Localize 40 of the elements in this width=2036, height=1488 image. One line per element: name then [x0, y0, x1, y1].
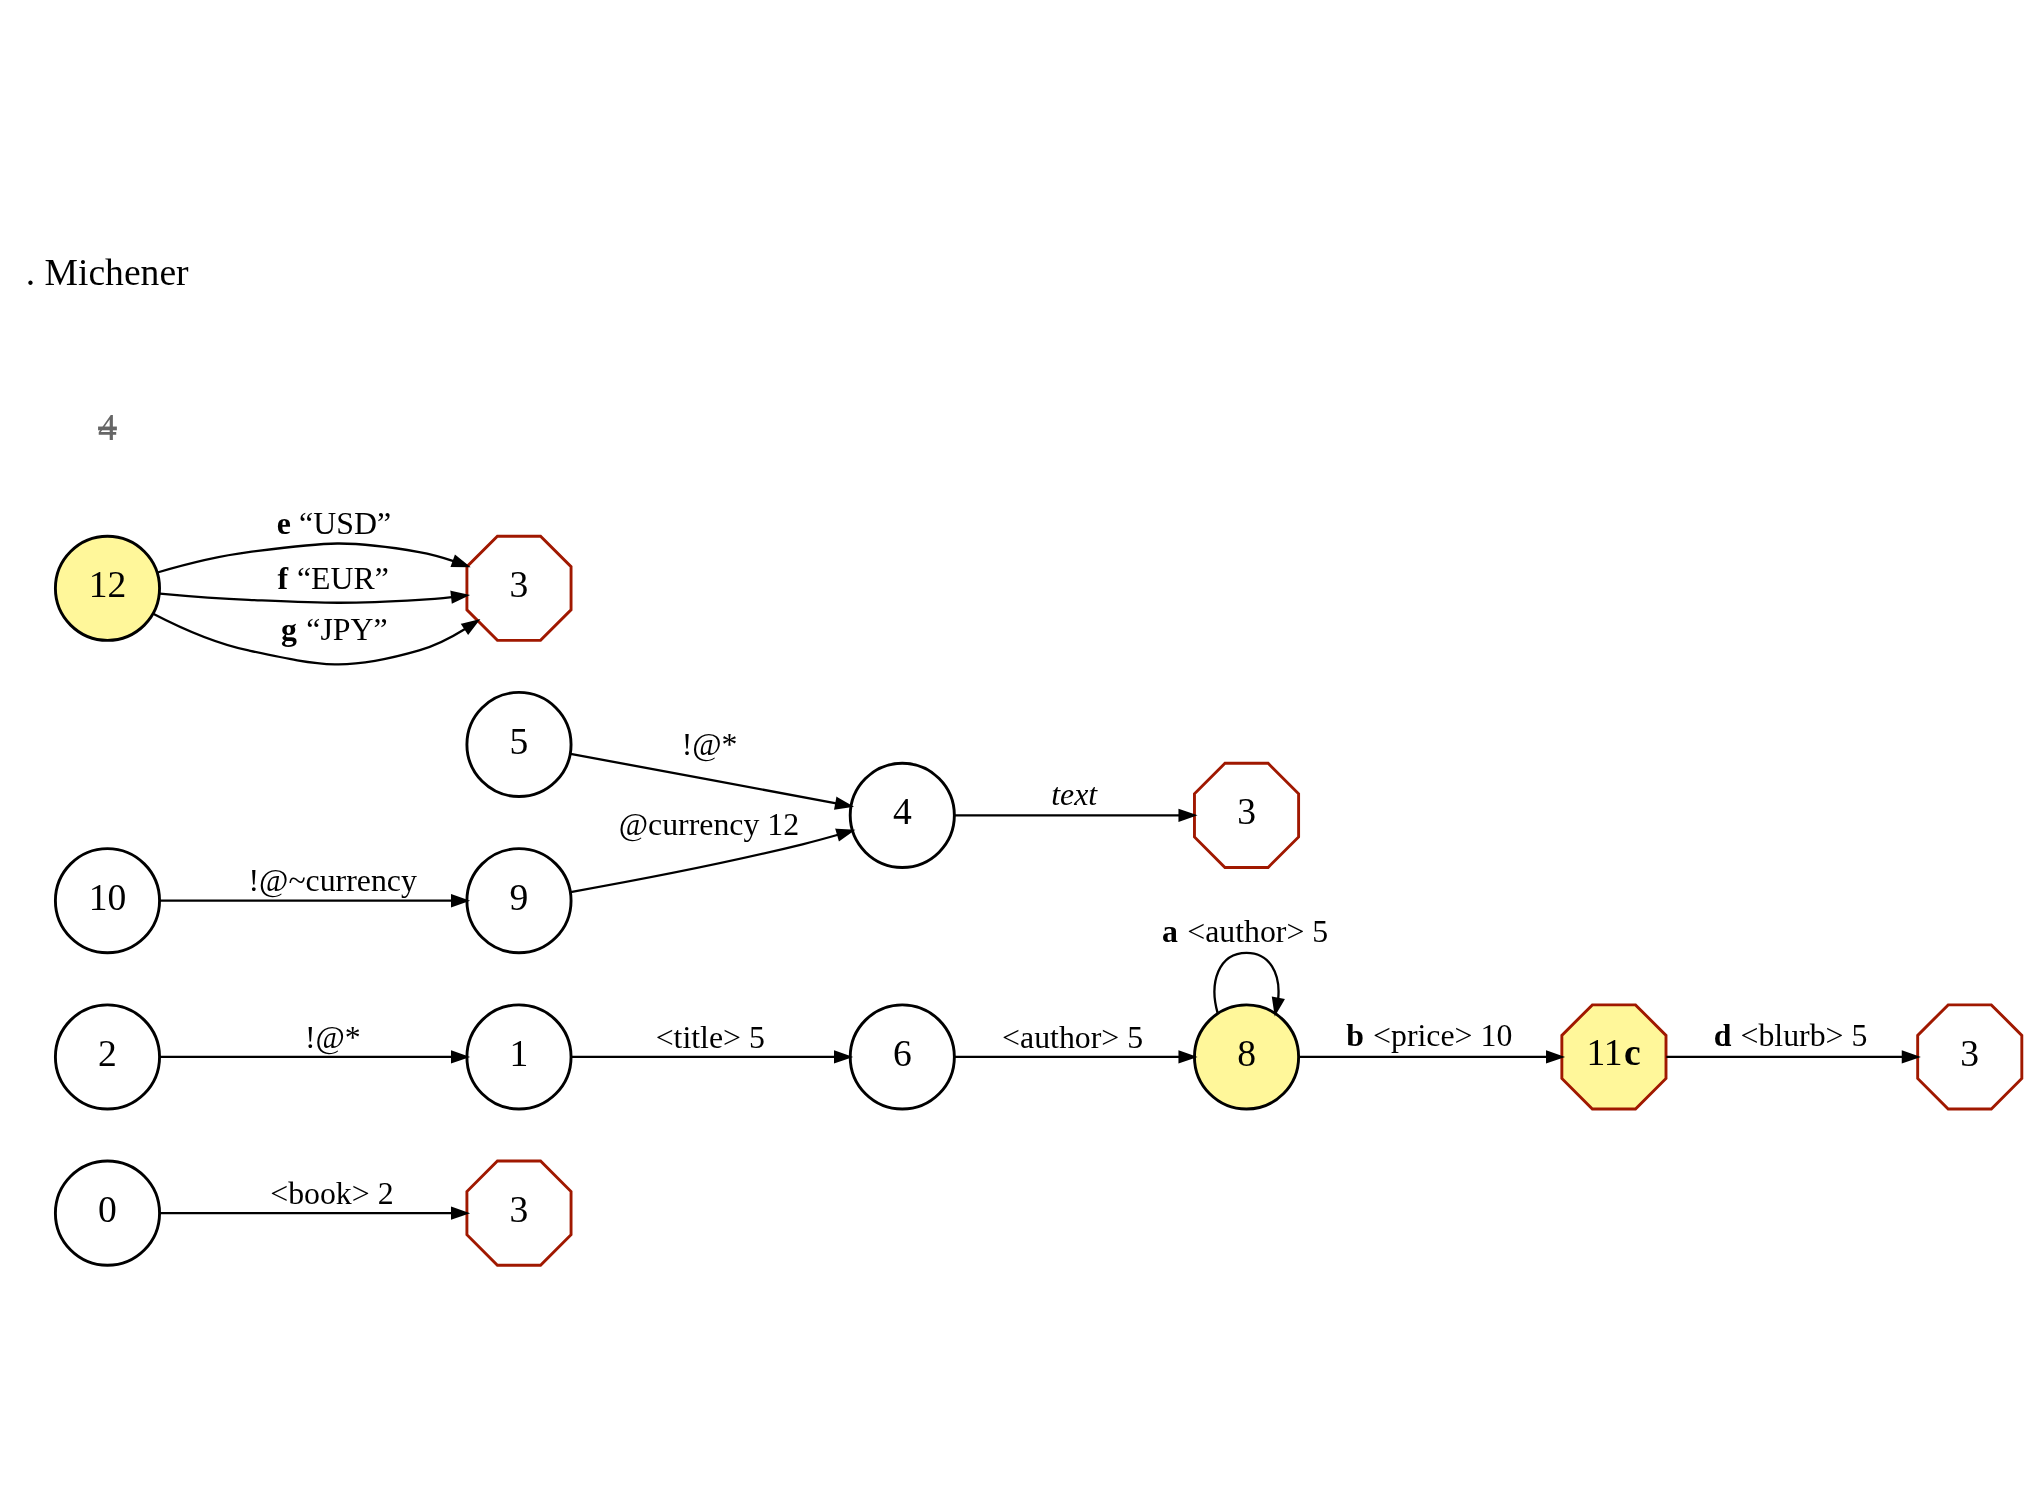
edge-label: e “USD” — [276, 505, 392, 541]
node-circle: 5 — [465, 690, 573, 798]
arrow — [954, 808, 1198, 822]
arrow — [571, 1049, 854, 1064]
edge-label: <title> 5 — [655, 1019, 765, 1055]
node-circle: 0 — [53, 1159, 161, 1267]
node-circle: 4 — [848, 761, 956, 869]
arrow — [954, 1049, 1198, 1064]
arrow — [159, 1049, 471, 1064]
edge-label: !@~currency — [248, 862, 417, 898]
arrow — [570, 752, 855, 810]
label: . Michener — [25, 250, 189, 293]
edge-label: <author> 5 — [1002, 1019, 1144, 1055]
label: 4 — [98, 405, 117, 448]
node-circle: 9 — [465, 846, 573, 954]
edge-label: f “EUR” — [277, 560, 389, 596]
arrow — [159, 1205, 471, 1220]
edge-label: text — [1051, 776, 1098, 812]
arrow — [1666, 1049, 1921, 1064]
node-circle: 10 — [53, 846, 161, 954]
edge-label: d <blurb> 5 — [1713, 1017, 1868, 1053]
arrow — [152, 612, 481, 665]
node-circle: 6 — [848, 1002, 956, 1110]
arrow — [159, 590, 471, 604]
arrow — [157, 541, 471, 574]
edge-label: a <author> 5 — [1161, 913, 1329, 949]
node-circle: 2 — [53, 1002, 161, 1110]
node-circle: 8 — [1193, 1002, 1301, 1110]
edge-label: @currency 12 — [618, 806, 800, 842]
edge-label: g “JPY” — [281, 611, 388, 647]
edge-label: !@* — [304, 1019, 361, 1055]
node-circle: 12 — [53, 534, 161, 642]
edge-label: !@* — [681, 726, 738, 762]
arrow — [570, 828, 856, 893]
arrow — [1298, 1049, 1566, 1064]
edge-label: b <price> 10 — [1346, 1017, 1513, 1053]
arrow — [1213, 951, 1285, 1016]
edge-label: <book> 2 — [270, 1175, 394, 1211]
node-circle: 1 — [465, 1002, 573, 1110]
arrow — [159, 893, 471, 907]
